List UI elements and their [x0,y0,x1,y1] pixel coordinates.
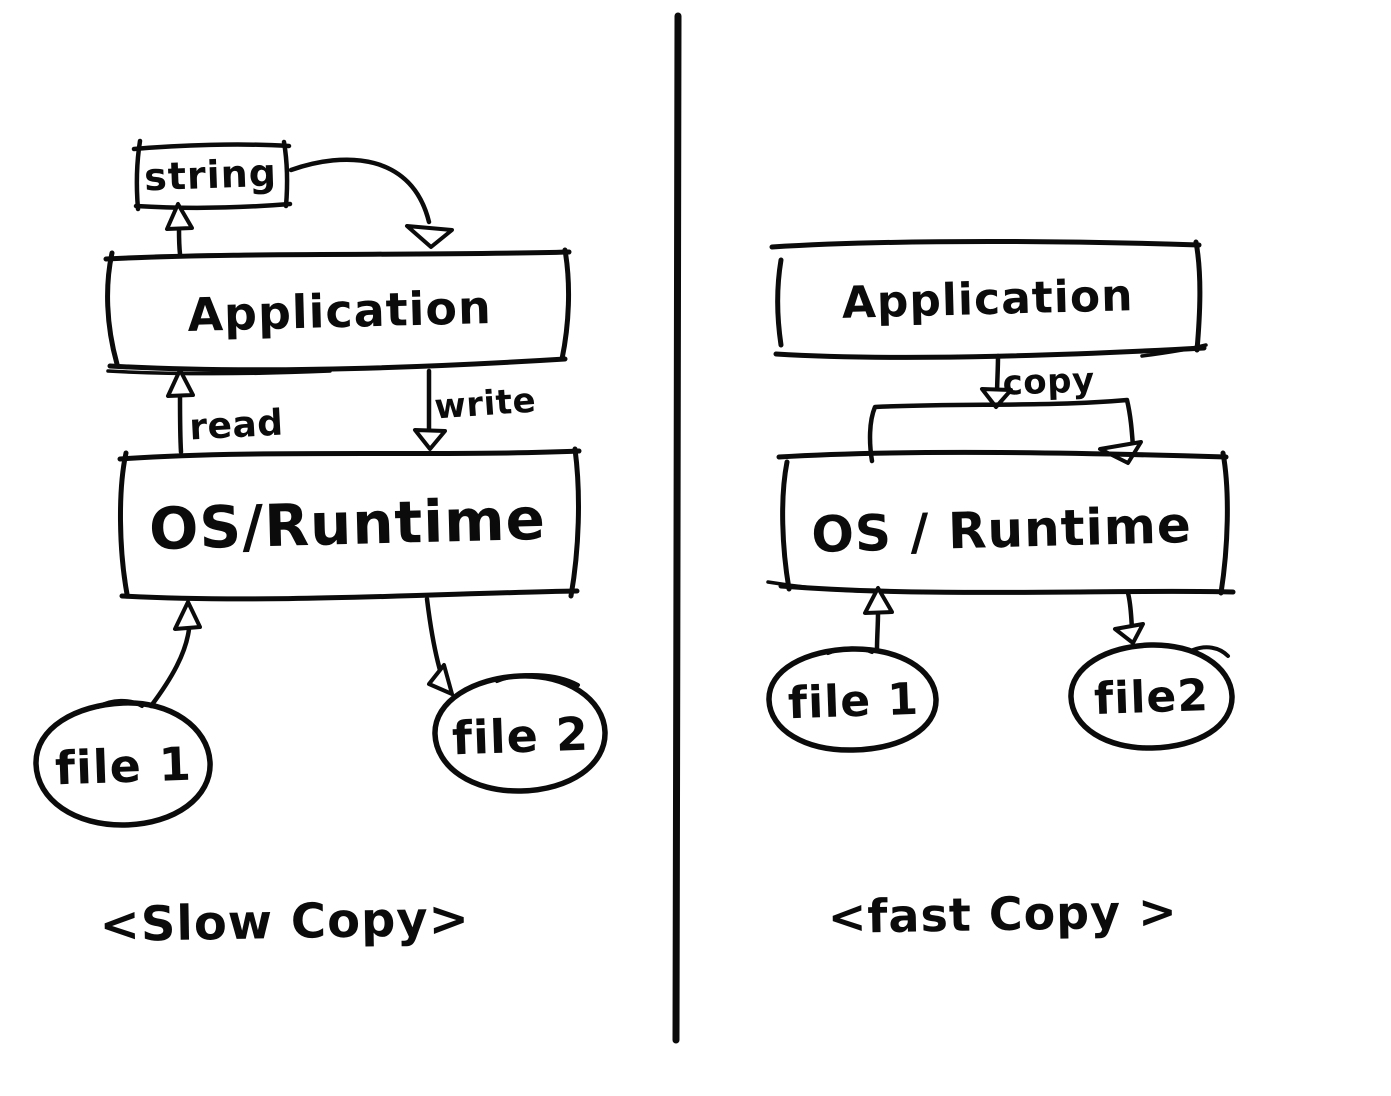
arrow-head-down [980,387,1013,409]
os-runtime-label-right: OS / Runtime [811,496,1193,564]
file2-node-right: file2 [1068,642,1235,751]
box-top [776,449,1229,460]
arrow-head-up [173,600,202,631]
box-bottom-doublestroke [106,369,332,376]
os-runtime-label-left: OS/Runtime [148,485,547,563]
application-label-left: Application [187,280,493,342]
box-right [1218,450,1230,596]
string-to-app-arrow [288,157,454,249]
arrow-line [1125,590,1135,631]
file1-label-right: file 1 [787,674,920,730]
string-label: string [143,151,277,200]
fast-copy-panel: Application copy OS / Runtime [766,239,1236,944]
box-right [1193,239,1203,353]
box-top [117,448,582,462]
arrow-head-up [863,586,894,615]
box-bottom [107,356,568,373]
box-bottom-doublestroke [766,580,860,593]
app-to-string-arrow [165,202,194,257]
box-left [118,450,130,597]
os-runtime-node-left: OS/Runtime [117,446,582,602]
blob-outline [33,700,213,828]
arrow-head-down [405,224,454,249]
blob-outline [766,646,939,753]
panel-divider-line [672,12,682,1044]
file2-label-left: file 2 [451,707,590,766]
file2-node-left: file 2 [432,673,608,794]
arrow-head-up [165,202,194,231]
blob-doublestroke [96,698,144,709]
box-bottom [773,345,1207,360]
copy-arrow: copy [980,353,1095,409]
blob-doublestroke [1191,645,1230,658]
string-box-left [134,138,143,212]
blob-outline [432,673,608,794]
file1-label-left: file 1 [54,737,193,796]
application-node-right: Application [769,239,1208,360]
arrow-head-down [413,428,447,451]
string-box-top [131,142,292,152]
arrow-head-up [166,368,195,398]
box-right [559,247,572,362]
application-label-right: Application [841,270,1134,329]
file1-to-os-arrow-right [863,586,894,652]
blob-doublestroke [495,673,580,687]
fast-copy-caption: <fast Copy > [827,884,1178,944]
read-label: read [188,403,284,449]
string-node: string [131,138,293,212]
box-left [780,459,792,592]
blob-outline [1068,642,1235,751]
file1-node-left: file 1 [33,698,213,828]
box-left [105,250,120,367]
file1-node-right: file 1 [766,646,939,753]
file1-to-os-arrow [148,600,202,709]
slow-copy-caption: <Slow Copy> [99,891,470,953]
arrow-curve [288,157,432,225]
application-node-left: Application [103,247,572,376]
box-top [103,249,572,262]
box-top [769,239,1202,250]
slow-copy-panel: string Application read [33,138,608,953]
arrow-line [176,226,183,257]
write-label: write [433,381,537,428]
box-bottom-doublestroke [1140,343,1208,358]
lid-path [867,397,1136,464]
box-left [775,257,784,348]
copy-label: copy [1002,360,1095,403]
box-bottom [119,588,580,602]
box-right [568,446,581,599]
string-box-bottom [133,201,293,210]
string-box-right [281,139,290,209]
read-arrow: read [166,368,285,455]
os-runtime-node-right: OS / Runtime [766,449,1236,596]
arrow-curve [148,626,192,709]
arrow-head-down [427,663,454,696]
arrow-line [177,393,184,455]
os-to-file2-arrow [424,596,454,696]
write-arrow: write [413,368,537,451]
arrow-line [874,610,881,652]
blob-doublestroke [826,646,874,655]
file2-label-right: file2 [1093,670,1209,725]
arrow-head-down [1113,622,1145,645]
os-to-file2-arrow-right [1113,590,1145,645]
